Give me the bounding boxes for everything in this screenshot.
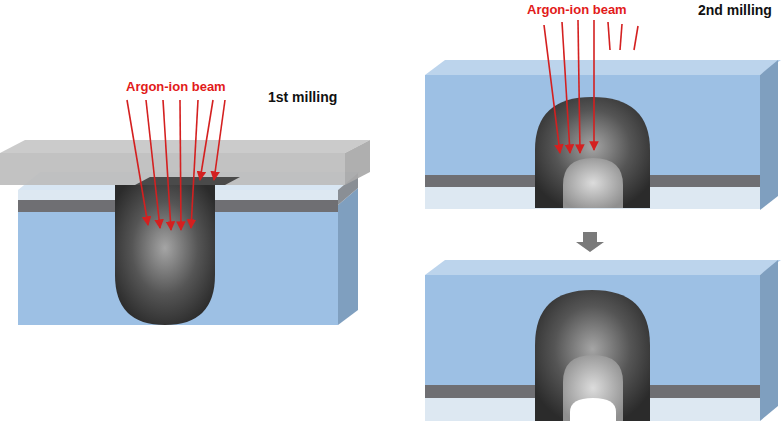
- step-label: 2nd milling: [698, 2, 772, 18]
- first-milling-sample: [0, 100, 370, 325]
- beam-label: Argon-ion beam: [126, 79, 226, 94]
- second-milling-sample: [425, 20, 781, 210]
- result-sample: [425, 260, 781, 421]
- step-label: 1st milling: [268, 89, 337, 105]
- ion-beam-arrows: [544, 20, 638, 153]
- beam-label: Argon-ion beam: [527, 2, 627, 17]
- process-arrow: [576, 232, 604, 252]
- ion-beam-arrows: [127, 100, 225, 230]
